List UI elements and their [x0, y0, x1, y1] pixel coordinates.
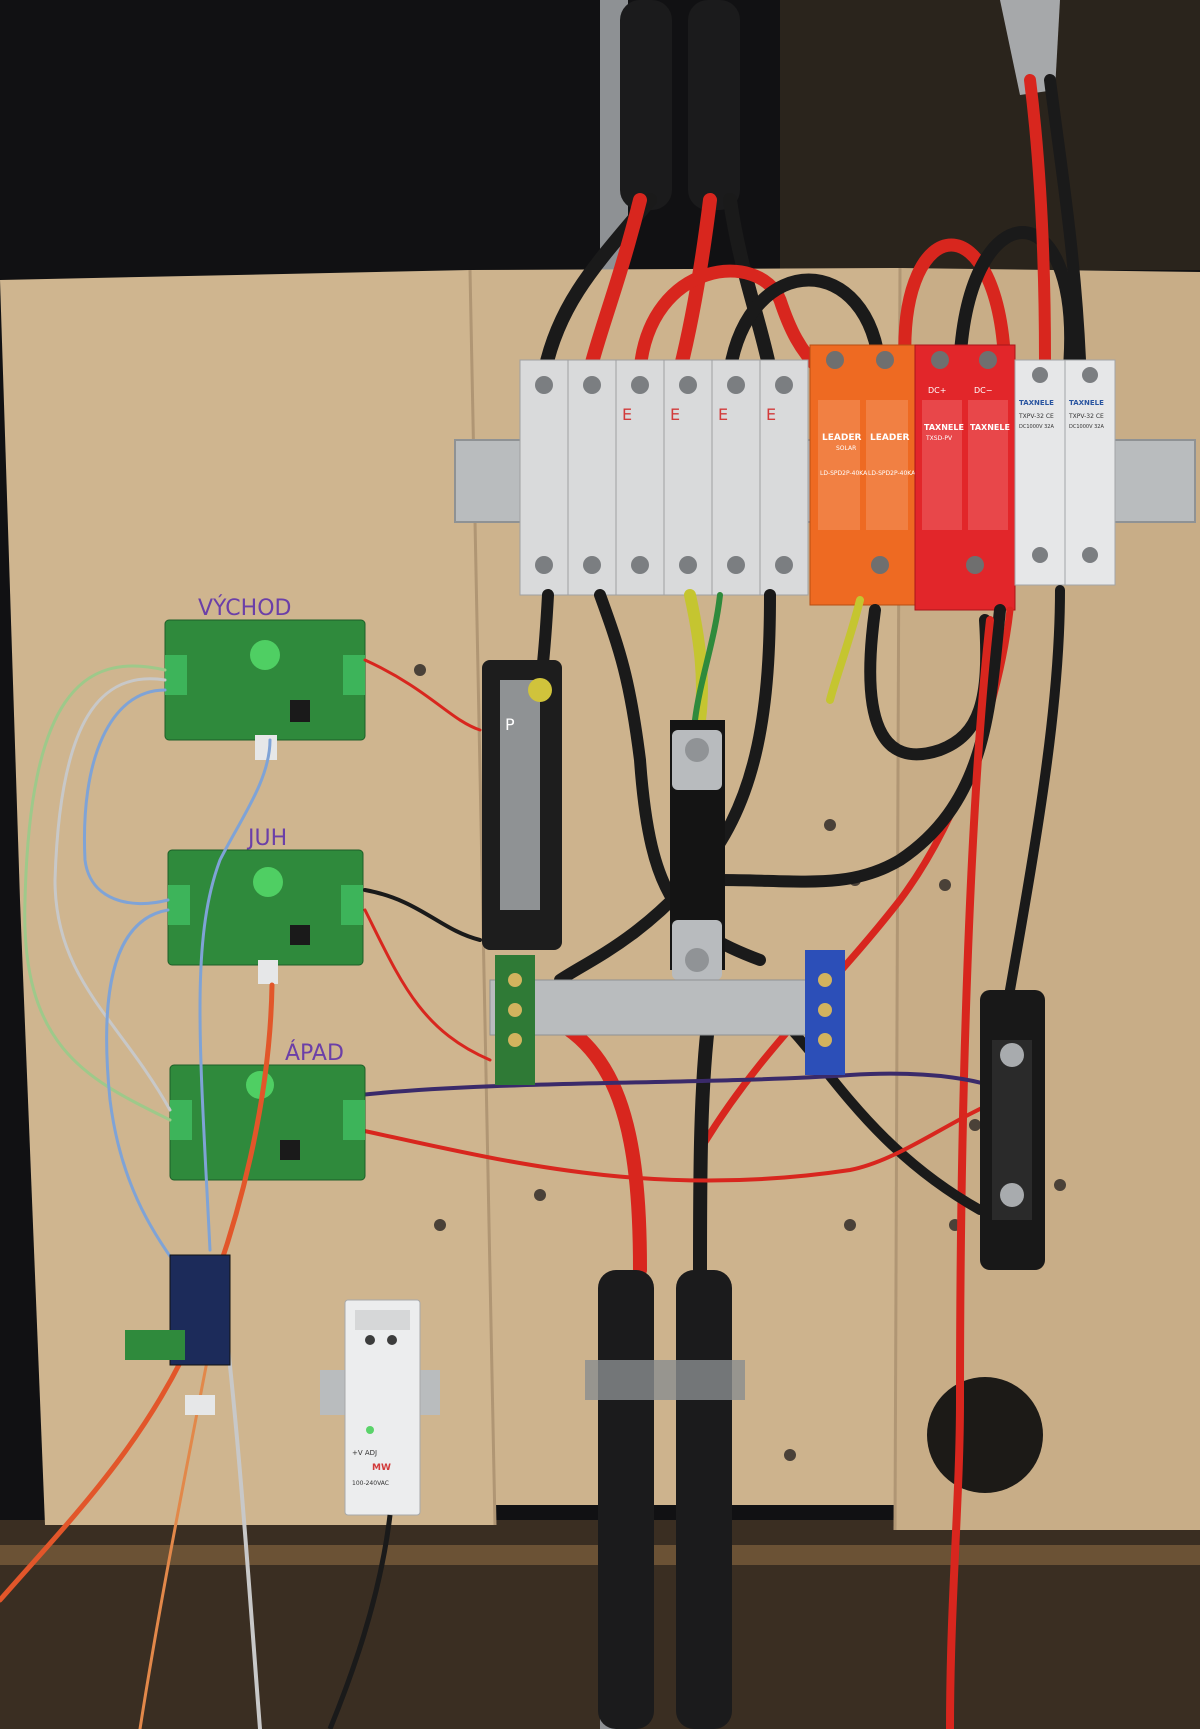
- shunt-label: P: [505, 715, 515, 734]
- fuse-holder: [519, 359, 569, 596]
- fuse-marking: E: [718, 405, 728, 424]
- ground-busbar: [670, 720, 725, 980]
- bottom-conduits: [585, 1270, 745, 1729]
- pcb-juh: [167, 849, 364, 984]
- dc-minus-label: DC−: [974, 386, 992, 395]
- spd-taxnele-brand: TAXNELE: [924, 423, 964, 432]
- spd-leader: LEADER LEADER SOLAR LD-SPD2P-40KA LD-SPD…: [809, 344, 916, 606]
- pcb-vychod: [164, 619, 366, 760]
- fuse-marking: E: [622, 405, 632, 424]
- breaker-brand: TAXNELE: [1069, 399, 1104, 407]
- spd-taxnele: TAXNELE TAXNELE TXSD-PV DC+ DC−: [914, 344, 1016, 611]
- label-zapad: ÁPAD: [285, 1040, 344, 1066]
- fuse-holder: E: [663, 359, 713, 596]
- fuse-holder: [567, 359, 617, 596]
- breaker-spec: DC1000V 32A: [1069, 424, 1104, 430]
- lower-cables: [358, 585, 1065, 1729]
- spd-leader-model: LD-SPD2P-40KA: [820, 470, 868, 477]
- fuse-holder: E: [759, 359, 809, 596]
- psu-output-cable: [327, 1514, 393, 1729]
- shunt-left: P: [482, 660, 562, 950]
- panel-hole: [927, 1377, 1043, 1493]
- wood-beam-upper-right: [780, 0, 1200, 270]
- label-juh: JUH: [246, 826, 287, 851]
- signal-wires: [0, 658, 492, 1729]
- shunt-right: [980, 990, 1045, 1270]
- pcb-zapad: [169, 1064, 366, 1181]
- dc-plus-label: DC+: [928, 386, 946, 395]
- fuse-marking: E: [670, 405, 680, 424]
- dc-breakers: TAXNELE TAXNELE TXPV-32 CE TXPV-32 CE DC…: [1014, 359, 1116, 586]
- fuse-holders: E E E E: [519, 359, 809, 596]
- fuse-holder: E: [615, 359, 665, 596]
- breaker-spec: DC1000V 32A: [1019, 424, 1054, 430]
- spd-leader-brand: LEADER: [870, 433, 909, 443]
- psu-brand: MW: [372, 1463, 391, 1473]
- spd-leader-subtitle: SOLAR: [836, 445, 856, 452]
- breaker-model: TXPV-32 CE: [1068, 413, 1104, 420]
- psu-adj-label: +V ADJ: [352, 1449, 377, 1457]
- controller-board: [125, 1254, 231, 1415]
- spd-leader-model: LD-SPD2P-40KA: [868, 470, 916, 477]
- spd-taxnele-model: TXSD-PV: [925, 435, 953, 442]
- spd-leader-brand: LEADER: [822, 433, 861, 443]
- fuse-holder: E: [711, 359, 761, 596]
- fuse-marking: E: [766, 405, 776, 424]
- psu-input: 100-240VAC: [352, 1480, 389, 1487]
- top-conduits: [620, 0, 1060, 210]
- breaker-model: TXPV-32 CE: [1018, 413, 1054, 420]
- top-cables: [538, 74, 1086, 377]
- breaker-brand: TAXNELE: [1019, 399, 1054, 407]
- power-supply: +V ADJ MW 100-240VAC: [320, 1299, 440, 1516]
- label-vychod: VÝCHOD: [198, 595, 291, 621]
- din-rail-lower: [489, 950, 845, 1085]
- spd-taxnele-brand: TAXNELE: [970, 423, 1010, 432]
